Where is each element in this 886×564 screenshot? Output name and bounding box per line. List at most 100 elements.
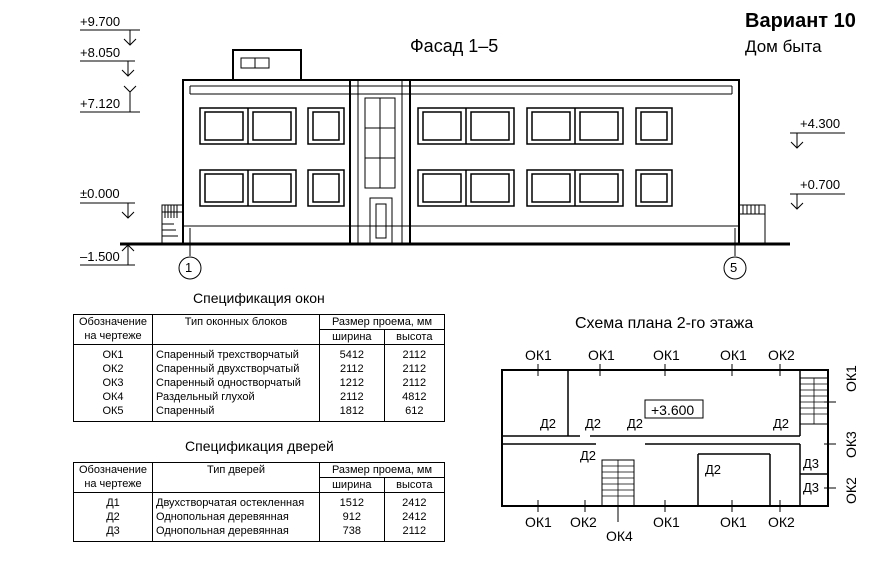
table-row: ОК4 Раздельный глухой 2112 4812 bbox=[73, 390, 446, 404]
door-tag: Д3 bbox=[803, 456, 820, 471]
column-header: Обозначение на чертеже bbox=[73, 462, 153, 493]
cell-type: Однопольная деревянная bbox=[152, 510, 320, 524]
window-tag: ОК2 bbox=[768, 514, 795, 530]
facade-title: Фасад 1–5 bbox=[410, 36, 499, 56]
cell-code: ОК3 bbox=[73, 376, 153, 390]
table-row: ОК2 Спаренный двухстворчатый 2112 2112 bbox=[73, 362, 446, 376]
column-header: высота bbox=[383, 477, 446, 493]
table-row: ОК5 Спаренный 1812 612 bbox=[73, 404, 446, 422]
column-header: ширина bbox=[319, 477, 385, 493]
cell-height: 2112 bbox=[383, 524, 446, 542]
cell-width: 1212 bbox=[319, 376, 385, 390]
door-spec-title: Спецификация дверей bbox=[185, 438, 334, 454]
window-spec-table: Обозначение на чертеже Тип оконных блоко… bbox=[73, 314, 446, 422]
column-header: Обозначение на чертеже bbox=[73, 314, 153, 345]
level-label: +7.120 bbox=[80, 96, 121, 111]
cell-code: Д1 bbox=[73, 492, 153, 510]
window-tag: ОК4 bbox=[606, 528, 633, 544]
window-tag: ОК1 bbox=[720, 347, 747, 363]
plan-title: Схема плана 2-го этажа bbox=[575, 315, 754, 332]
column-header: Размер проема, мм bbox=[319, 314, 445, 330]
cell-height: 2412 bbox=[383, 510, 446, 524]
building-name: Дом быта bbox=[745, 37, 822, 56]
window-tag: ОК2 bbox=[843, 477, 859, 504]
column-header: ширина bbox=[319, 329, 385, 345]
window-tag: ОК2 bbox=[570, 514, 597, 530]
cell-code: ОК2 bbox=[73, 362, 153, 376]
level-markers bbox=[80, 29, 845, 266]
table-row: Д2 Однопольная деревянная 912 2412 bbox=[73, 510, 446, 524]
column-header: Тип оконных блоков bbox=[152, 314, 320, 345]
column-header: высота bbox=[383, 329, 446, 345]
door-tag: Д2 bbox=[585, 416, 602, 431]
column-header: Тип дверей bbox=[152, 462, 320, 493]
cell-width: 738 bbox=[319, 524, 385, 542]
axis-label: 5 bbox=[730, 260, 738, 275]
cell-height: 4812 bbox=[383, 390, 446, 404]
window-spec-title: Спецификация окон bbox=[193, 290, 325, 306]
window-tag: ОК1 bbox=[653, 514, 680, 530]
cell-type: Двухстворчатая остекленная bbox=[152, 492, 320, 510]
window-tag: ОК1 bbox=[525, 347, 552, 363]
cell-code: ОК1 bbox=[73, 344, 153, 362]
door-spec-table: Обозначение на чертеже Тип дверей Размер… bbox=[73, 462, 446, 542]
window-tag: ОК2 bbox=[768, 347, 795, 363]
cell-width: 5412 bbox=[319, 344, 385, 362]
axis-label: 1 bbox=[185, 260, 193, 275]
door-tag: Д2 bbox=[580, 448, 597, 463]
table-row: ОК1 Спаренный трехстворчатый 5412 2112 bbox=[73, 344, 446, 362]
cell-height: 2412 bbox=[383, 492, 446, 510]
cell-type: Спаренный трехстворчатый bbox=[152, 344, 320, 362]
table-row: ОК3 Спаренный одностворчатый 1212 2112 bbox=[73, 376, 446, 390]
table-row: Д1 Двухстворчатая остекленная 1512 2412 bbox=[73, 492, 446, 510]
cell-height: 2112 bbox=[383, 362, 446, 376]
plan-elevation: +3.600 bbox=[651, 402, 695, 418]
cell-width: 912 bbox=[319, 510, 385, 524]
cell-code: ОК4 bbox=[73, 390, 153, 404]
window-tag: ОК3 bbox=[843, 431, 859, 458]
cell-code: Д3 bbox=[73, 524, 153, 542]
right-entrance-steps bbox=[738, 204, 766, 245]
door-tag: Д2 bbox=[773, 416, 790, 431]
plan-outer-wall bbox=[501, 369, 829, 507]
level-label: ±0.000 bbox=[80, 186, 120, 201]
left-entrance-steps bbox=[161, 204, 184, 245]
window-tag: ОК1 bbox=[588, 347, 615, 363]
windows-upper bbox=[199, 107, 673, 145]
axis-bubble bbox=[178, 256, 202, 280]
cell-type: Однопольная деревянная bbox=[152, 524, 320, 542]
window-tag: ОК1 bbox=[653, 347, 680, 363]
level-label: +0.700 bbox=[800, 177, 841, 192]
cell-type: Спаренный bbox=[152, 404, 320, 422]
window-tag: ОК1 bbox=[720, 514, 747, 530]
window-tag: ОК1 bbox=[525, 514, 552, 530]
floor-plan bbox=[501, 364, 836, 522]
cell-code: Д2 bbox=[73, 510, 153, 524]
table-row: Д3 Однопольная деревянная 738 2112 bbox=[73, 524, 446, 542]
door-tag: Д2 bbox=[705, 462, 722, 477]
cell-width: 2112 bbox=[319, 390, 385, 404]
roof-superstructure bbox=[232, 49, 302, 81]
cell-height: 2112 bbox=[383, 344, 446, 362]
level-label: +8.050 bbox=[80, 45, 121, 60]
elevation-box bbox=[644, 399, 704, 419]
cell-height: 2112 bbox=[383, 376, 446, 390]
variant-title: Вариант 10 bbox=[745, 10, 856, 32]
cell-width: 1812 bbox=[319, 404, 385, 422]
door-tag: Д2 bbox=[627, 416, 644, 431]
cell-width: 2112 bbox=[319, 362, 385, 376]
windows-lower bbox=[199, 169, 673, 207]
cell-code: ОК5 bbox=[73, 404, 153, 422]
cell-type: Раздельный глухой bbox=[152, 390, 320, 404]
level-label: +4.300 bbox=[800, 116, 841, 131]
cell-type: Спаренный одностворчатый bbox=[152, 376, 320, 390]
level-label: +9.700 bbox=[80, 14, 121, 29]
cell-type: Спаренный двухстворчатый bbox=[152, 362, 320, 376]
axis-bubble bbox=[723, 256, 747, 280]
door-tag: Д3 bbox=[803, 480, 820, 495]
building-body bbox=[182, 79, 740, 245]
door-tag: Д2 bbox=[540, 416, 557, 431]
column-header: Размер проема, мм bbox=[319, 462, 445, 478]
level-label: –1.500 bbox=[80, 249, 120, 264]
